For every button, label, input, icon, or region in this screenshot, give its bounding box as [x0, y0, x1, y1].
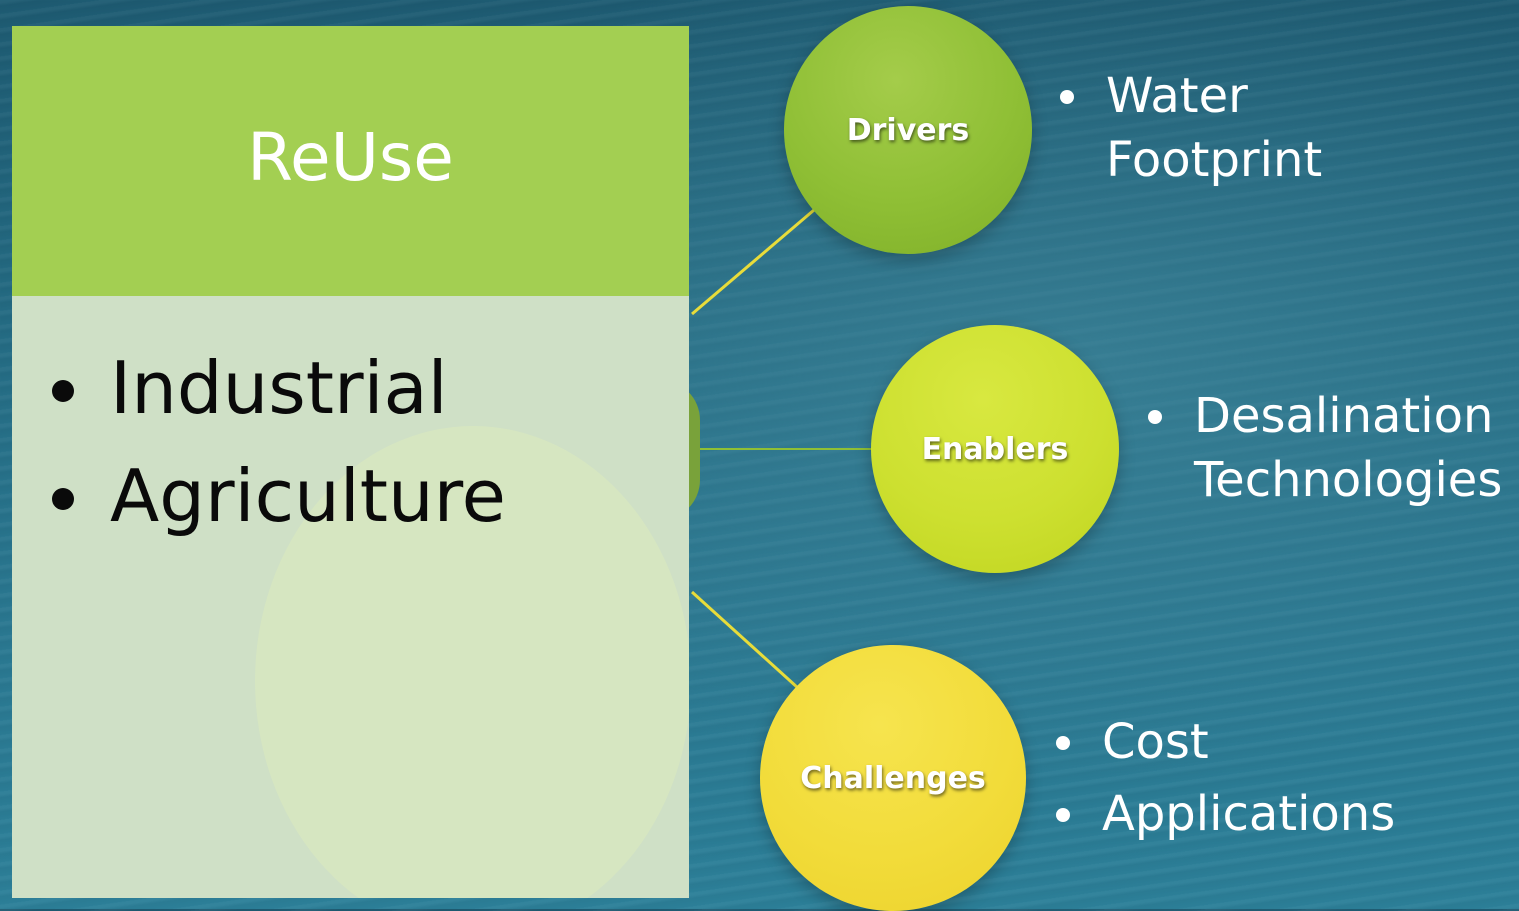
challenges-details: Cost Applications	[1054, 706, 1395, 850]
connector-drivers	[691, 208, 815, 316]
list-item: Desalination Technologies	[1146, 384, 1514, 512]
main-topic-panel: ReUse Industrial Agriculture	[12, 26, 689, 898]
enablers-detail-text: Desalination Technologies	[1194, 388, 1503, 508]
main-topic-bullets: Industrial Agriculture	[52, 334, 506, 550]
challenges-label: Challenges	[800, 760, 986, 796]
challenges-detail-text: Cost	[1102, 714, 1209, 770]
main-topic-title: ReUse	[247, 118, 454, 196]
list-item: Applications	[1054, 778, 1395, 850]
drivers-label: Drivers	[846, 112, 970, 148]
bullet-icon	[52, 488, 74, 510]
challenges-circle: Challenges	[760, 645, 1026, 911]
enablers-label: Enablers	[921, 431, 1069, 467]
bullet-text: Agriculture	[110, 454, 506, 538]
list-item: Agriculture	[52, 442, 506, 550]
bullet-icon	[52, 380, 74, 402]
list-item: Industrial	[52, 334, 506, 442]
drivers-details: Water Footprint	[1058, 64, 1366, 192]
bullet-text: Industrial	[110, 346, 448, 430]
decorative-circle	[255, 426, 689, 898]
bullet-icon	[1060, 90, 1074, 104]
connector-challenges	[690, 590, 800, 690]
bullet-icon	[1056, 808, 1070, 822]
drivers-circle: Drivers	[784, 6, 1032, 254]
list-item: Water Footprint	[1058, 64, 1366, 192]
main-topic-body: Industrial Agriculture	[12, 296, 689, 898]
list-item: Cost	[1054, 706, 1395, 778]
bullet-icon	[1056, 736, 1070, 750]
enablers-circle: Enablers	[871, 325, 1119, 573]
bullet-icon	[1148, 410, 1162, 424]
main-topic-header: ReUse	[12, 26, 689, 296]
challenges-detail-text: Applications	[1102, 786, 1396, 842]
enablers-details: Desalination Technologies	[1146, 384, 1514, 512]
drivers-detail-text: Water Footprint	[1106, 68, 1323, 188]
